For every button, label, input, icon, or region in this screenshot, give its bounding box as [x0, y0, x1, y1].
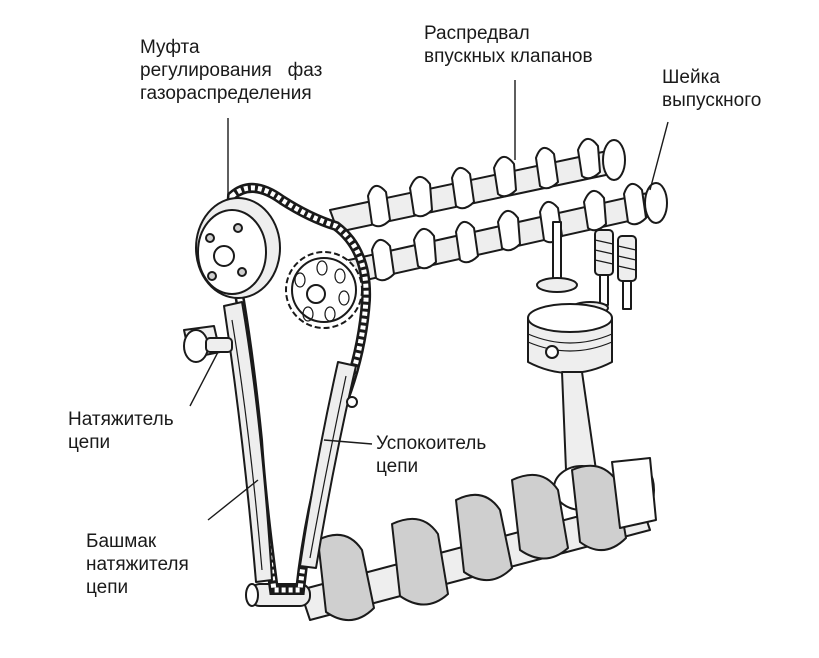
piston — [527, 303, 613, 374]
exhaust-cam-lobes — [371, 183, 647, 282]
chain-tensioner-label: Натяжитель цепи — [68, 408, 174, 454]
exhaust-journal-label-line-1: Шейка — [662, 67, 720, 88]
intake-camshaft — [329, 138, 626, 233]
vvt-coupling-label-line-3: газораспределения — [140, 83, 312, 104]
chain-damper — [299, 361, 358, 569]
vvt-coupling-label-line-2: регулирования фаз — [140, 60, 323, 81]
chain-tensioner — [183, 325, 233, 363]
tensioner-shoe-label: Башмак натяжителя цепи — [86, 530, 189, 599]
leader-lines — [189, 80, 669, 521]
vvt-coupling-label: Муфта регулирования фаз газораспределени… — [140, 36, 322, 105]
chain-damper-label-line-2: цепи — [376, 456, 419, 477]
chain-damper-label: Успокоитель цепи — [376, 432, 486, 478]
chain-damper-label-line-1: Успокоитель — [376, 433, 487, 454]
tensioner-shoe-label-line-1: Башмак — [86, 531, 157, 552]
chain-tensioner-label-line-2: цепи — [68, 432, 111, 453]
tensioner-shoe — [223, 301, 273, 583]
tensioner-shoe-label-line-3: цепи — [86, 577, 129, 598]
tensioner-shoe-label-line-2: натяжителя — [86, 554, 189, 575]
exhaust-journal-label-line-2: выпускного — [662, 90, 762, 111]
exhaust-camshaft-journal — [644, 182, 668, 224]
vvt-coupling-label-line-1: Муфта — [140, 37, 200, 58]
exhaust-sprocket — [285, 251, 363, 329]
intake-cam-lobes — [367, 138, 601, 228]
crankshaft — [245, 457, 657, 621]
vvt-coupling — [195, 197, 281, 299]
exhaust-journal-label: Шейка выпускного — [662, 66, 761, 112]
intake-camshaft-end — [602, 139, 626, 181]
valves — [536, 221, 637, 315]
intake-camshaft-label: Распредвал впускных клапанов — [424, 22, 593, 68]
chain-tensioner-label-line-1: Натяжитель — [68, 409, 174, 430]
intake-camshaft-label-line-1: Распредвал — [424, 23, 530, 44]
intake-camshaft-label-line-2: впускных клапанов — [424, 46, 593, 67]
